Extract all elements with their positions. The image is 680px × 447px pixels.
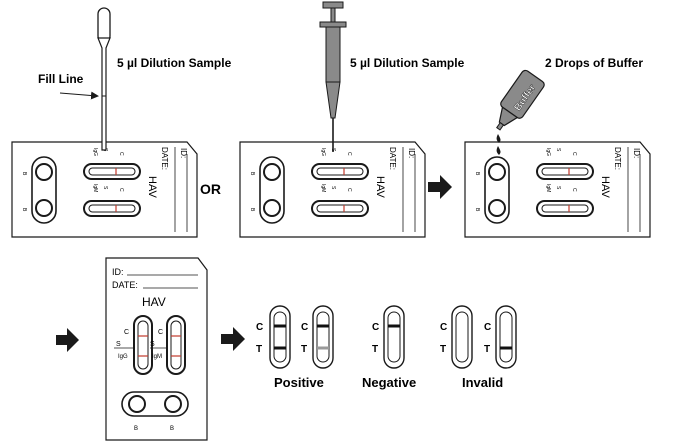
- cassette-s-label: S: [150, 341, 155, 348]
- sample-label-1: 5 µl Dilution Sample: [117, 56, 232, 70]
- cassette-b-label: B: [134, 426, 138, 432]
- result-t-label: T: [372, 344, 378, 355]
- cassette-date-label: DATE:: [613, 147, 622, 170]
- cassette-c-label: C: [571, 152, 577, 156]
- cassette-c-label: C: [118, 152, 124, 156]
- result-c-label: C: [372, 322, 379, 333]
- result-c-label: C: [484, 322, 491, 333]
- cassette-b-label: B: [474, 208, 480, 212]
- result-t-label: T: [440, 344, 446, 355]
- result-t-label: T: [256, 344, 262, 355]
- cassette-igg-label: IgG: [320, 148, 326, 156]
- cassette-test-name: HAV: [374, 176, 386, 198]
- cassette-step-3: B B IgG S C IgM S C HAV DATE: ID:: [464, 141, 651, 238]
- arrow-right-icon[interactable]: [56, 328, 79, 352]
- arrow-right-icon[interactable]: [428, 175, 452, 199]
- cassette-igg-label: IgG: [92, 148, 98, 156]
- result-positive-label: Positive: [274, 375, 324, 390]
- result-positive: C T C T Positive: [256, 305, 334, 390]
- cassette-igm-label: IgM: [320, 184, 326, 192]
- cassette-b-label: B: [249, 172, 255, 176]
- cassette-step-1: B B IgG S C IgM S C HAV DATE: ID:: [11, 141, 198, 238]
- cassette-s-label: S: [330, 186, 336, 190]
- result-t-label: T: [484, 344, 490, 355]
- or-label: OR: [200, 181, 221, 197]
- cassette-igm-label: IgM: [92, 184, 98, 192]
- result-c-label: C: [301, 322, 308, 333]
- cassette-b-label: B: [249, 208, 255, 212]
- pipette-icon: [319, 1, 347, 152]
- cassette-test-name: HAV: [142, 295, 166, 309]
- cassette-c-label: C: [571, 188, 577, 192]
- result-invalid: C T C T Invalid: [440, 305, 517, 390]
- result-c-label: C: [256, 322, 263, 333]
- cassette-igm-label: IgM: [152, 354, 162, 360]
- buffer-bottle-icon: Buffer: [496, 69, 545, 155]
- cassette-b-label: B: [474, 172, 480, 176]
- cassette-date-label: DATE:: [160, 147, 169, 170]
- result-c-label: C: [440, 322, 447, 333]
- cassette-id-label: ID:: [632, 148, 641, 158]
- cassette-s-label: S: [102, 186, 108, 190]
- cassette-test-name: HAV: [146, 176, 158, 198]
- result-invalid-label: Invalid: [462, 375, 503, 390]
- cassette-date-label: DATE:: [112, 280, 138, 290]
- cassette-test-name: HAV: [599, 176, 611, 198]
- fill-line-arrow: [59, 91, 99, 100]
- result-negative-label: Negative: [362, 375, 416, 390]
- cassette-date-label: DATE:: [388, 147, 397, 170]
- cassette-b-label: B: [21, 208, 27, 212]
- cassette-step-2: B B IgG S C IgM S C HAV DATE: ID:: [239, 141, 426, 238]
- cassette-id-label: ID:: [407, 148, 416, 158]
- buffer-step-label: 2 Drops of Buffer: [545, 56, 643, 70]
- cassette-c-label: C: [124, 329, 129, 336]
- cassette-igg-label: IgG: [545, 148, 551, 156]
- cassette-c-label: C: [346, 188, 352, 192]
- cassette-igg-label: IgG: [118, 354, 128, 360]
- cassette-c-label: C: [118, 188, 124, 192]
- arrow-right-icon[interactable]: [221, 327, 245, 351]
- cassette-id-label: ID:: [179, 148, 188, 158]
- sample-label-2: 5 µl Dilution Sample: [350, 56, 465, 70]
- result-negative: C T Negative: [362, 305, 416, 390]
- dropper-icon: [97, 7, 111, 151]
- result-t-label: T: [301, 344, 307, 355]
- cassette-s-label: S: [116, 341, 121, 348]
- cassette-b-label: B: [170, 426, 174, 432]
- cassette-result-reading: ID: DATE: HAV C S IgG C S IgM B B: [105, 257, 208, 441]
- cassette-c-label: C: [158, 329, 163, 336]
- cassette-s-label: S: [555, 148, 561, 152]
- cassette-id-label: ID:: [112, 267, 124, 277]
- fill-line-label: Fill Line: [38, 72, 84, 86]
- cassette-b-label: B: [21, 172, 27, 176]
- cassette-s-label: S: [555, 186, 561, 190]
- cassette-c-label: C: [346, 152, 352, 156]
- cassette-igm-label: IgM: [545, 184, 551, 192]
